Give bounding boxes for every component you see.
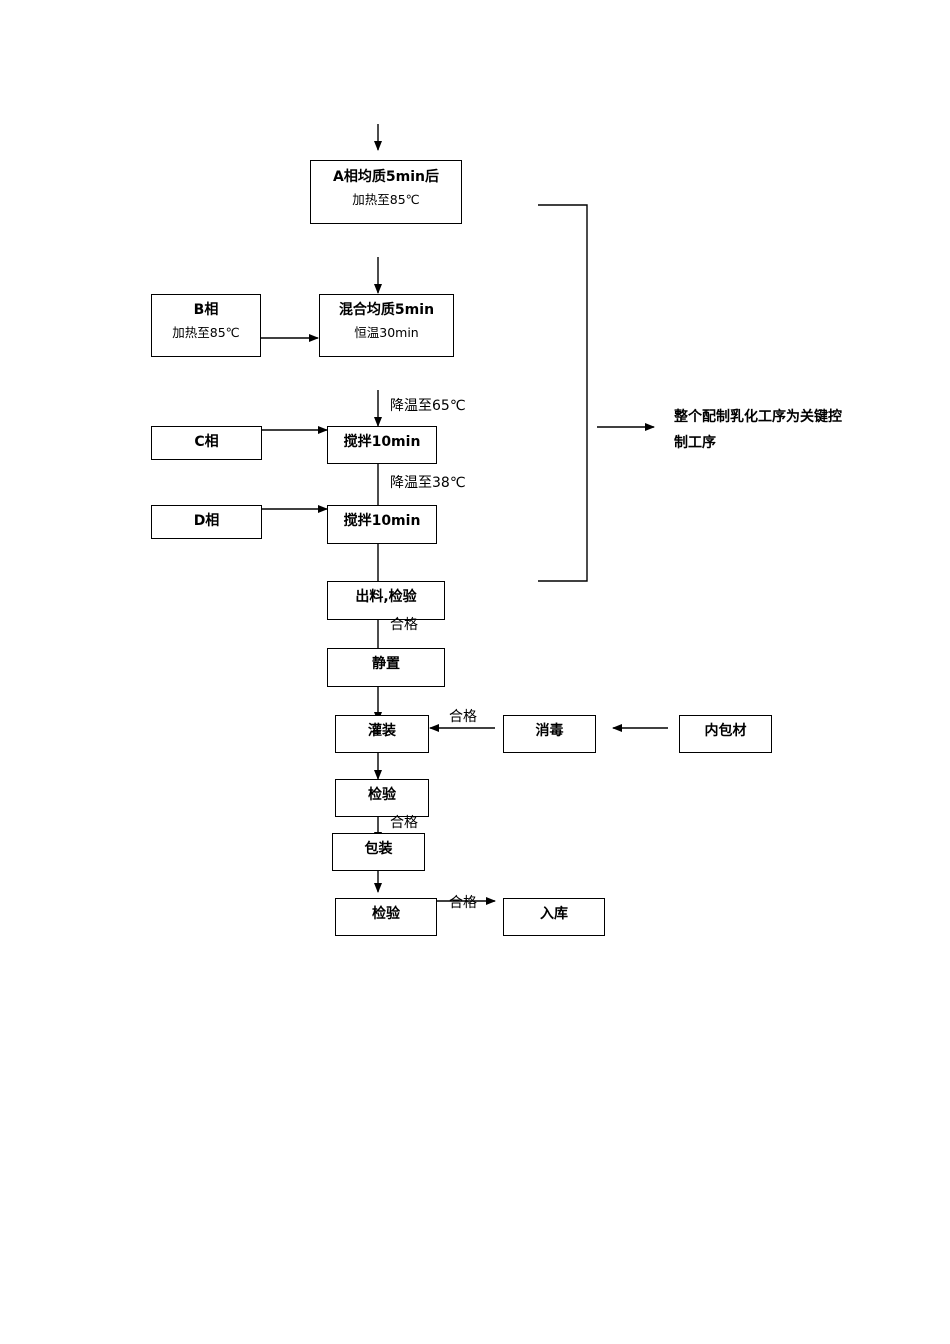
pass-label-inspect2: 合格 [449, 895, 477, 911]
cool-38-label: 降温至38℃ [390, 475, 466, 491]
inner-pack-title: 内包材 [704, 723, 747, 739]
stir1-box: 搅拌10min [327, 426, 437, 464]
inner-pack-box: 内包材 [679, 715, 772, 753]
stir1-title: 搅拌10min [343, 434, 421, 450]
discharge-box: 出料,检验 [327, 581, 445, 620]
stir2-title: 搅拌10min [343, 513, 421, 529]
b-phase-box: B相 加热至85℃ [151, 294, 261, 357]
critical-control-note: 整个配制乳化工序为关键控制工序 [674, 409, 842, 451]
mix-title: 混合均质5min [338, 302, 435, 318]
filling-title: 灌装 [368, 723, 396, 739]
pass-label-discharge: 合格 [390, 617, 418, 633]
mix-sub: 恒温30min [354, 324, 419, 340]
warehouse-box: 入库 [503, 898, 605, 936]
stir2-box: 搅拌10min [327, 505, 437, 544]
b-phase-sub: 加热至85℃ [172, 324, 240, 340]
inspect2-title: 检验 [372, 906, 400, 922]
inspect1-title: 检验 [368, 787, 396, 803]
pass-label-inspect1: 合格 [390, 815, 418, 831]
discharge-title: 出料,检验 [355, 589, 417, 605]
cool-65-label: 降温至65℃ [390, 398, 466, 414]
c-phase-title: C相 [194, 434, 219, 450]
filling-box: 灌装 [335, 715, 429, 753]
inspect1-box: 检验 [335, 779, 429, 817]
inspect2-box: 检验 [335, 898, 437, 936]
a-phase-title: A相均质5min后 [333, 169, 439, 185]
d-phase-box: D相 [151, 505, 262, 539]
a-phase-box: A相均质5min后 加热至85℃ [310, 160, 462, 224]
critical-control-bracket [538, 204, 588, 582]
warehouse-title: 入库 [540, 906, 568, 922]
rest-title: 静置 [372, 656, 400, 672]
pass-label-disinfect: 合格 [449, 709, 477, 725]
a-phase-sub: 加热至85℃ [352, 191, 420, 207]
mix-box: 混合均质5min 恒温30min [319, 294, 454, 357]
packing-box: 包装 [332, 833, 425, 871]
d-phase-title: D相 [193, 513, 220, 529]
b-phase-title: B相 [193, 302, 219, 318]
rest-box: 静置 [327, 648, 445, 687]
packing-title: 包装 [364, 841, 393, 857]
c-phase-box: C相 [151, 426, 262, 460]
disinfect-box: 消毒 [503, 715, 596, 753]
disinfect-title: 消毒 [535, 723, 564, 739]
